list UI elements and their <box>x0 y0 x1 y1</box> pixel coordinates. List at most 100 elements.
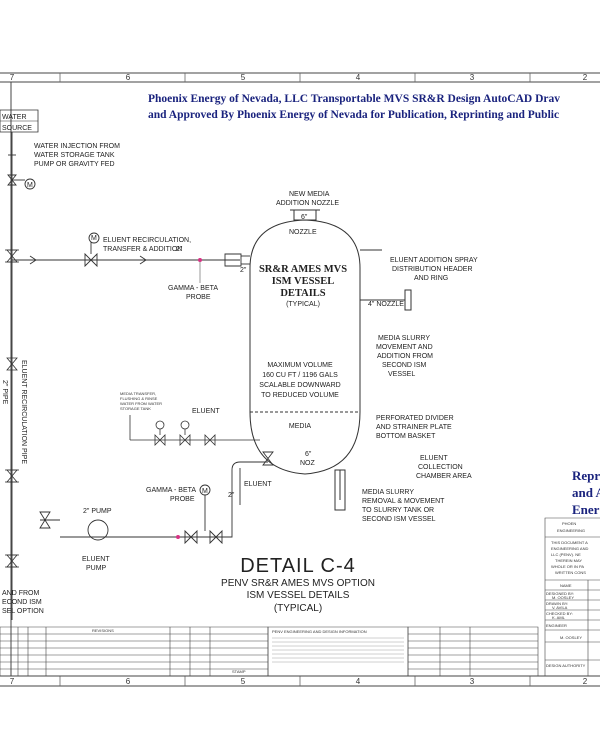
tb-drawn-by: DRAWN BY: <box>546 601 568 606</box>
tb-doc-4: THEREIN MAY <box>555 558 582 563</box>
revisions-label: REVISIONS <box>92 628 114 633</box>
detail-sub-3: (TYPICAL) <box>274 603 322 614</box>
tb-m-oosley: M. OOSLEY <box>552 595 574 600</box>
tb-design-authority: DESIGN AUTHORITY <box>546 663 586 668</box>
detail-sub-2: ISM VESSEL DETAILS <box>247 590 350 601</box>
penv-info-label: PENV ENGINEERING AND DESIGN INFORMATION <box>272 629 367 634</box>
eluent-coll-label-2: COLLECTION <box>418 464 463 471</box>
size-2in-label-c: 2" <box>228 492 235 499</box>
water-source-label-2: SOURCE <box>2 125 32 132</box>
gamma-beta2-label-1: GAMMA - BETA <box>146 487 196 494</box>
gamma-probe-marker-2 <box>176 535 180 539</box>
media-transfer-train <box>130 415 260 445</box>
from-ism-label-3: SEL OPTION <box>2 608 44 615</box>
tb-engineering: ENGINEERING <box>557 528 585 533</box>
eluent-recirc-label-1: ELUENT RECIRCULATION, <box>103 237 191 244</box>
water-injection-pipe <box>8 132 35 620</box>
vessel-title-4: (TYPICAL) <box>286 301 320 308</box>
slurry-rem-label-3: TO SLURRY TANK OR <box>362 507 434 514</box>
col-2-top: 2 <box>583 73 588 82</box>
eluent-pump-label-2: PUMP <box>86 565 107 572</box>
media-transfer-label-4: STORAGE TANK <box>120 406 151 411</box>
tb-doc-2: ENGINEERING AND <box>551 546 588 551</box>
media-label: MEDIA <box>289 423 312 430</box>
water-injection-label-1: WATER INJECTION FROM <box>34 143 120 150</box>
size-6in-top: 6" <box>301 214 308 221</box>
tb-name: NAME <box>560 583 572 588</box>
nozzle-label: NOZZLE <box>289 229 317 236</box>
col-6-top: 6 <box>126 73 131 82</box>
maxvol-label-3: SCALABLE DOWNWARD <box>259 382 340 389</box>
tb-v-avila: V. AVILA <box>552 605 568 610</box>
vessel-title-1: SR&R AMES MVS <box>259 264 347 275</box>
tb-engineer: ENGINEER <box>546 623 567 628</box>
maxvol-label-1: MAXIMUM VOLUME <box>267 362 333 369</box>
water-injection-label-2: WATER STORAGE TANK <box>34 152 115 159</box>
eluent-label-2: ELUENT <box>244 481 272 488</box>
side-text-3: Ener <box>572 502 600 517</box>
water-source-label-1: WATER <box>2 114 27 121</box>
perforated-label-3: BOTTOM BASKET <box>376 433 436 440</box>
slurry-label-4: SECOND ISM <box>382 362 427 369</box>
water-injection-label-3: PUMP OR GRAVITY FED <box>34 161 115 168</box>
tb-designed-by: DESIGNED BY: <box>546 591 574 596</box>
maxvol-label-4: TO REDUCED VOLUME <box>261 392 339 399</box>
gamma-beta-label-2: PROBE <box>186 294 211 301</box>
tb-doc-5: WHOLE OR IN PA <box>551 564 584 569</box>
spray-label-1: ELUENT ADDITION SPRAY <box>390 257 478 264</box>
valve-m-icon-3: M <box>202 488 208 495</box>
ism-vessel <box>250 210 411 510</box>
tb-doc-3: LLC (PENV). NE <box>551 552 581 557</box>
vessel-title-2: ISM VESSEL <box>272 276 335 287</box>
gamma-beta-label-1: GAMMA - BETA <box>168 285 218 292</box>
col-4-bottom: 4 <box>356 677 361 686</box>
slurry-rem-label-2: REMOVAL & MOVEMENT <box>362 498 445 505</box>
noz6-label-2: NOZ <box>300 460 316 467</box>
col-3-bottom: 3 <box>470 677 475 686</box>
tb-k-aml: K. AML <box>552 615 566 620</box>
media-transfer-label-3: WATER FROM WATER <box>120 401 162 406</box>
new-media-label-2: ADDITION NOZZLE <box>276 200 339 207</box>
eluent-coll-label-1: ELUENT <box>420 455 448 462</box>
spray-label-2: DISTRIBUTION HEADER <box>392 266 473 273</box>
nozzle-4in-label: 4" NOZZLE <box>368 301 404 308</box>
tb-doc-1: THIS DOCUMENT A <box>551 540 588 545</box>
valve-m-icon: M <box>27 182 33 189</box>
header-line-1: Phoenix Energy of Nevada, LLC Transporta… <box>148 93 560 105</box>
col-7-bottom: 7 <box>10 677 15 686</box>
recirc-pipe-valves <box>5 250 19 567</box>
gamma-probe-marker-1 <box>198 258 202 262</box>
valve-m-icon-2: M <box>91 235 97 242</box>
recirc-pipe-label: ELUENT RECIRCULATION PIPE <box>20 360 27 464</box>
detail-sub-1: PENV SR&R AMES MVS OPTION <box>221 578 375 589</box>
from-ism-label-1: AND FROM <box>2 590 40 597</box>
column-numbers-bottom: 7 6 5 4 3 2 <box>10 677 588 686</box>
col-6-bottom: 6 <box>126 677 131 686</box>
spray-label-3: AND RING <box>414 275 448 282</box>
eluent-coll-label-3: CHAMBER AREA <box>416 473 472 480</box>
eluent-recirc-label-2: TRANSFER & ADDITION <box>103 246 182 253</box>
gamma-beta2-label-2: PROBE <box>170 496 195 503</box>
slurry-label-1: MEDIA SLURRY <box>378 335 430 342</box>
eluent-label-1: ELUENT <box>192 408 220 415</box>
header-line-2: and Approved By Phoenix Energy of Nevada… <box>148 109 559 121</box>
new-media-label-1: NEW MEDIA <box>289 191 330 198</box>
media-transfer-label-2: FLUSHING & RINSE <box>120 396 158 401</box>
slurry-label-2: MOVEMENT AND <box>376 344 433 351</box>
stamp-label: STAMP <box>232 669 246 674</box>
vessel-title-3: DETAILS <box>280 288 325 299</box>
detail-title: DETAIL C-4 <box>240 555 356 577</box>
col-7-top: 7 <box>10 73 15 82</box>
perforated-label-1: PERFORATED DIVIDER <box>376 415 454 422</box>
size-2in-label-b: 2" <box>240 267 247 274</box>
col-3-top: 3 <box>470 73 475 82</box>
side-text-1: Repr <box>572 468 600 483</box>
noz6-label-1: 6" <box>305 451 312 458</box>
col-5-bottom: 5 <box>241 677 246 686</box>
revision-block <box>0 627 538 676</box>
eluent-pump-circuit <box>40 452 273 543</box>
col-4-top: 4 <box>356 73 361 82</box>
eluent-pump-label-1: ELUENT <box>82 556 110 563</box>
tb-doc-6: WRITTEN CONS <box>555 570 586 575</box>
